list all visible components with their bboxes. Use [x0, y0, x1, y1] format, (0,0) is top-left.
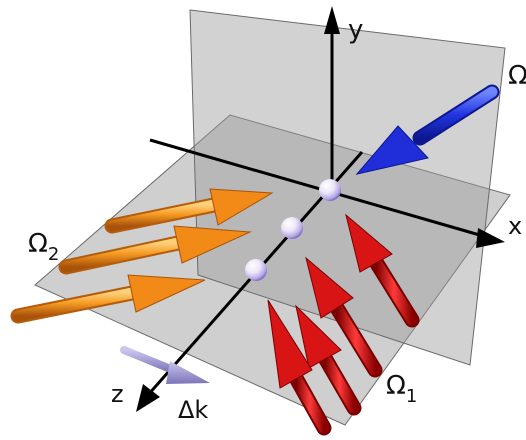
omega1-label: Ω1: [386, 371, 417, 407]
orange-beam-3: [10, 274, 206, 324]
omega2-beams: [10, 188, 274, 324]
x-axis-arrowhead: [476, 228, 505, 248]
omega-blue-label: Ω: [508, 61, 526, 91]
delta-k-label: Δk: [178, 396, 208, 424]
y-axis-label: y: [348, 15, 363, 45]
labels: y x z Ω Ω2 Ω1 Δk: [28, 15, 526, 424]
red-beam-2: [305, 256, 383, 378]
omega-blue-beam: [355, 84, 500, 175]
orange-beam-1: [104, 188, 274, 234]
red-beam-4: [267, 299, 332, 436]
y-axis-arrowhead: [324, 6, 340, 34]
z-axis-arrowhead: [136, 384, 160, 412]
atom-2: [281, 217, 303, 239]
vertical-plane: [189, 9, 506, 366]
atom-3: [245, 259, 267, 281]
orange-beam-2: [58, 225, 252, 275]
atom-1: [319, 179, 341, 201]
omega2-label: Ω2: [28, 229, 59, 265]
red-beam-3: [295, 304, 362, 416]
omega1-beams: [267, 213, 420, 436]
z-axis-label: z: [111, 380, 124, 408]
delta-k-arrow: [120, 346, 210, 384]
x-axis-label: x: [508, 212, 522, 240]
red-beam-1: [345, 213, 420, 328]
atoms: [245, 179, 341, 281]
horizontal-plane: [34, 114, 511, 426]
